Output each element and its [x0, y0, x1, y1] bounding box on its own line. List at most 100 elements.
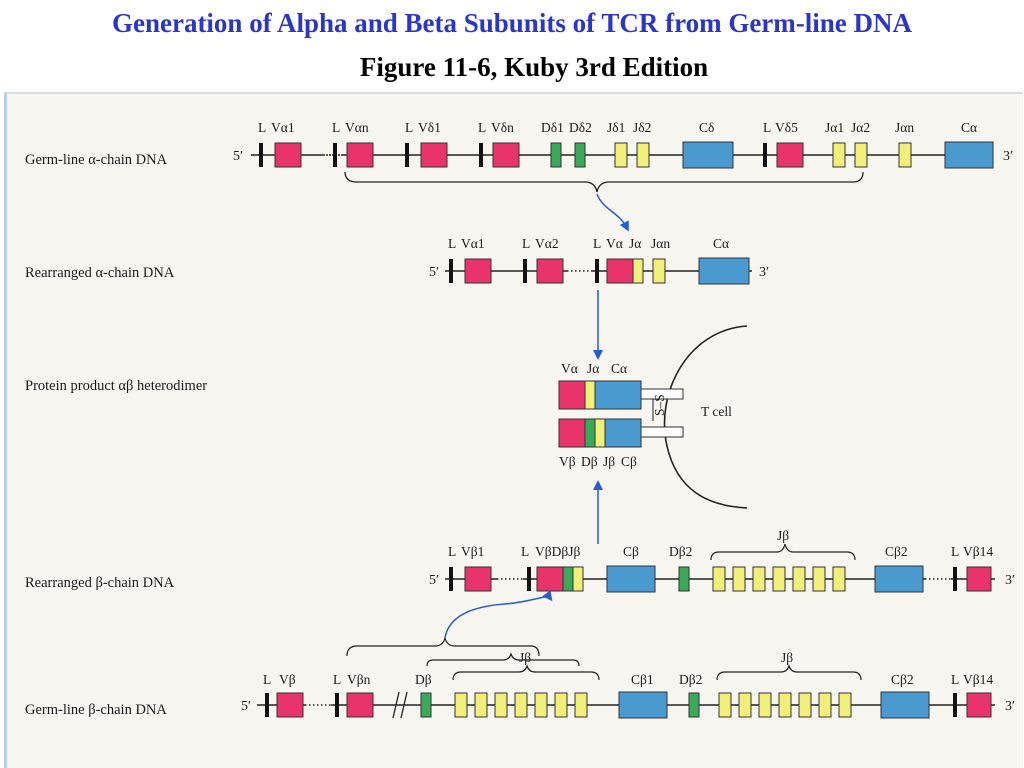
ja-segment — [632, 258, 644, 284]
segment-label: L — [448, 544, 456, 559]
jb-cluster-segment — [818, 692, 832, 718]
segment-label: Cβ1 — [631, 672, 654, 687]
protein-product-row: Protein product αβ heterodimer T cell Vα… — [25, 325, 748, 544]
vd5-segment — [776, 142, 804, 168]
segment-label: Cβ2 — [885, 544, 908, 559]
segment-label: L — [332, 120, 340, 135]
vb14-segment — [966, 566, 992, 592]
five-prime-label: 5′ — [233, 149, 243, 164]
jb-cluster-segment — [574, 692, 588, 718]
segment-label: Jβ — [781, 650, 793, 665]
jb-cluster-segment — [832, 566, 846, 592]
leader-segment — [479, 143, 483, 167]
ja2-segment — [854, 142, 868, 168]
slide-subtitle: Figure 11-6, Kuby 3rd Edition — [359, 52, 709, 82]
segment-label: L — [478, 120, 486, 135]
van-segment — [346, 142, 374, 168]
beta-chain-label: Cβ — [621, 454, 637, 469]
leader-segment — [763, 143, 767, 167]
jb-cluster — [712, 566, 846, 592]
tcr-gene-diagram: Germ-line α-chain DNA 5′ 3′ L Vα1 L Vαn … — [25, 120, 1015, 719]
beta-chain-label: Vβ — [559, 454, 576, 469]
jb-cluster-a — [454, 692, 588, 718]
segment-label: L — [522, 236, 530, 251]
jb-cluster-segment — [812, 566, 826, 592]
germline-beta-label: Germ-line β-chain DNA — [25, 702, 167, 718]
dd1-segment — [550, 142, 562, 168]
jb-segment — [572, 566, 584, 592]
rearranged-alpha-label: Rearranged α-chain DNA — [25, 265, 175, 281]
leader-segment — [335, 693, 339, 717]
jd1-segment — [614, 142, 628, 168]
segment-label: L — [951, 544, 959, 559]
segment-label: Vβ14 — [963, 544, 993, 559]
five-prime-label: 5′ — [429, 573, 439, 588]
germline-beta-row: Germ-line β-chain DNA 5′ 3′ — [25, 637, 1015, 719]
va1-segment — [464, 258, 492, 284]
three-prime-label: 3′ — [1005, 699, 1015, 714]
deletion-bracket — [344, 171, 864, 193]
segment-label: Cδ — [699, 120, 714, 135]
segment-label: Cβ — [623, 544, 639, 559]
leader-segment — [259, 143, 263, 167]
leader-segment — [523, 259, 527, 283]
segment-label: Vα1 — [271, 120, 295, 135]
segment-label: Cα — [713, 236, 729, 251]
cb2-segment — [880, 691, 930, 719]
segment-label: Vδ5 — [775, 120, 798, 135]
segment-label: Jα1 — [825, 120, 844, 135]
vdn-segment — [492, 142, 520, 168]
vb14-segment — [966, 692, 992, 718]
germline-alpha-label: Germ-line α-chain DNA — [25, 152, 168, 168]
t-cell-membrane — [663, 325, 748, 509]
beta-j-domain — [594, 418, 606, 448]
alpha-chain-label: Jα — [587, 361, 599, 376]
alpha-v-domain — [558, 380, 586, 410]
ja1-segment — [832, 142, 846, 168]
segment-label: L — [333, 672, 341, 687]
jb-cluster-segment — [454, 692, 468, 718]
segment-label: Jα — [629, 236, 641, 251]
vb-segment — [276, 692, 304, 718]
five-prime-label: 5′ — [429, 265, 439, 280]
leader-segment — [333, 143, 337, 167]
jb-cluster-segment — [838, 692, 852, 718]
jb-cluster-b — [718, 692, 852, 718]
vb1-segment — [464, 566, 492, 592]
beta-v-domain — [558, 418, 586, 448]
rearranged-alpha-row: Rearranged α-chain DNA 5′ 3′ L Vα1 L Vα2… — [25, 236, 769, 360]
cb2-segment — [874, 565, 924, 593]
segment-label: Jβ — [519, 650, 531, 665]
leader-segment — [953, 693, 957, 717]
jb-cluster-segment — [738, 692, 752, 718]
rearranged-beta-label: Rearranged β-chain DNA — [25, 575, 175, 591]
va2-segment — [536, 258, 564, 284]
jb-cluster-segment — [712, 566, 726, 592]
germline-alpha-row: Germ-line α-chain DNA 5′ 3′ L Vα1 L Vαn … — [25, 120, 1013, 232]
rearranged-beta-row: Rearranged β-chain DNA 5′ 3′ L Vβ1 — [25, 528, 1015, 593]
beta-chain-label: Jβ — [603, 454, 615, 469]
segment-label: Vαn — [345, 120, 369, 135]
leader-segment — [449, 567, 453, 591]
segment-label: Dδ1 — [541, 120, 564, 135]
segment-label: Jα2 — [851, 120, 870, 135]
segment-label: L — [405, 120, 413, 135]
rearrangement-arrow — [596, 193, 629, 232]
slide-title: Generation of Alpha and Beta Subunits of… — [111, 8, 913, 38]
jd2-segment — [636, 142, 650, 168]
deletion-bracket-inner — [426, 652, 580, 667]
leader-segment — [449, 259, 453, 283]
jb-cluster-segment — [534, 692, 548, 718]
chromosome-break — [400, 691, 408, 719]
segment-label: Jβ — [777, 528, 789, 543]
beta-chain-label: Dβ — [581, 454, 598, 469]
three-prime-label: 3′ — [1003, 149, 1013, 164]
jb-cluster-segment — [474, 692, 488, 718]
vd1-segment — [420, 142, 448, 168]
jan-segment — [898, 142, 912, 168]
jb-cluster-segment — [778, 692, 792, 718]
segment-label: Jδ2 — [633, 120, 651, 135]
va-segment — [606, 258, 634, 284]
dd2-segment — [574, 142, 586, 168]
segment-label: Dβ2 — [679, 672, 702, 687]
